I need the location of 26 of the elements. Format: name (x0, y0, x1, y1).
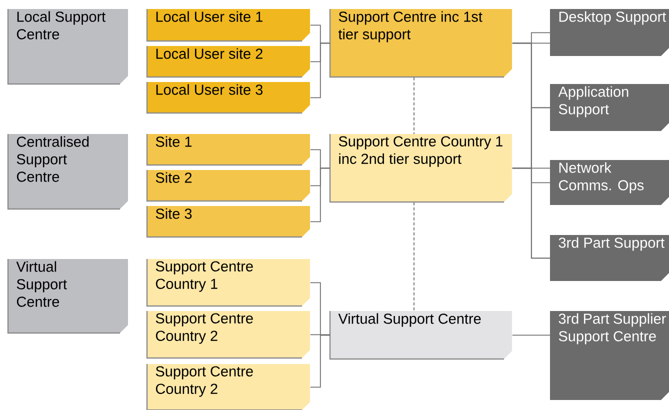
service-box: Application Support (550, 84, 669, 131)
service-box: Desktop Support (550, 9, 669, 56)
site-box: Site 2 (146, 170, 310, 202)
category-box: Local Support Centre (7, 9, 128, 85)
site-box: Site 1 (146, 134, 310, 166)
support-centre-box: Virtual Support Centre (329, 311, 512, 360)
service-box: 3rd Part Supplier Support Centre (550, 311, 669, 400)
site-box: Support Centre Country 2 (146, 311, 310, 359)
category-box: Virtual Support Centre (7, 259, 128, 334)
site-box: Local User site 2 (146, 46, 310, 78)
service-box: 3rd Part Support (550, 235, 669, 281)
site-box: Local User site 3 (146, 82, 310, 114)
category-box: Centralised Support Centre (7, 134, 128, 210)
site-box: Site 3 (146, 206, 310, 238)
connector-line (310, 168, 330, 222)
site-box: Support Centre Country 2 (146, 364, 310, 410)
support-centre-box: Support Centre Country 1 inc 2nd tier support (329, 134, 512, 203)
connector-line (310, 334, 330, 388)
support-centre-box: Support Centre inc 1st tier support (329, 9, 512, 78)
connector-line (310, 42, 330, 98)
site-box: Support Centre Country 1 (146, 259, 310, 307)
service-box: Network Comms. Ops (550, 160, 669, 205)
connector-line (512, 168, 550, 259)
site-box: Local User site 1 (146, 9, 310, 42)
connector-line (310, 334, 330, 336)
connector-line (512, 334, 550, 336)
